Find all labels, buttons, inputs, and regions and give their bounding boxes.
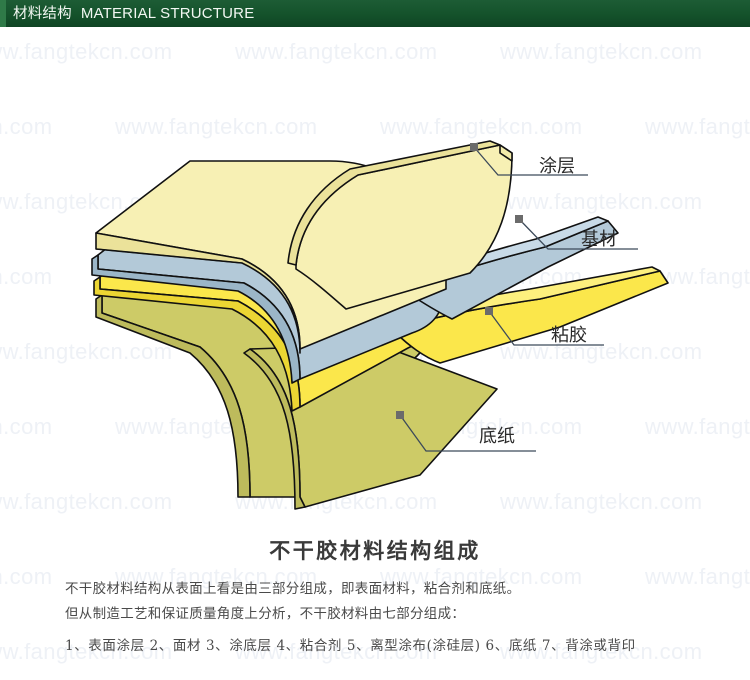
callout-markers	[396, 143, 523, 419]
layer-adhesive-edge	[93, 276, 301, 412]
caption-line-1: 不干胶材料结构从表面上看是由三部分组成，即表面材料，粘合剂和底纸。	[65, 581, 521, 597]
callout-label-liner: 底纸	[479, 426, 515, 446]
layer-coating-flap-edge	[287, 140, 501, 266]
callout-leaders	[399, 146, 638, 452]
marker-coating	[470, 143, 478, 151]
leader-adhesive	[488, 310, 604, 346]
header-accent-stripe	[0, 0, 6, 27]
callout-label-adhesive: 粘胶	[551, 325, 587, 345]
leader-liner	[399, 414, 536, 452]
layer-coating-edge	[95, 232, 301, 354]
diagram-svg	[91, 140, 669, 510]
marker-base	[515, 215, 523, 223]
layer-liner-edge	[95, 294, 251, 498]
leader-base	[518, 218, 638, 250]
stack-seams	[95, 248, 245, 348]
page-title-cn: 材料结构	[13, 6, 72, 22]
caption-block: 不干胶材料结构组成 不干胶材料结构从表面上看是由三部分组成，即表面材料，粘合剂和…	[0, 527, 750, 659]
callout-label-base: 基材	[581, 229, 617, 249]
caption-line-2: 但从制造工艺和保证质量角度上分析，不干胶材料由七部分组成：	[65, 606, 466, 622]
material-structure-diagram: 涂层 基材 粘胶 底纸	[0, 27, 750, 527]
header-bar: 材料结构 MATERIAL STRUCTURE	[0, 0, 750, 27]
marker-adhesive	[485, 307, 493, 315]
caption-component-list: 1、表面涂层 2、面材 3、涂底层 4、粘合剂 5、离型涂布(涂硅层) 6、底纸…	[65, 638, 636, 654]
page-title-en: MATERIAL STRUCTURE	[80, 5, 255, 22]
layer-base-edge	[91, 254, 301, 384]
leader-coating	[473, 146, 588, 176]
marker-liner	[396, 411, 404, 419]
layer-coating-flap-tip	[499, 144, 513, 162]
callout-label-coating: 涂层	[539, 156, 575, 176]
caption-heading: 不干胶材料结构组成	[269, 538, 481, 563]
page-title: 材料结构 MATERIAL STRUCTURE	[13, 4, 254, 24]
layer-liner-peel-edge	[243, 348, 306, 510]
